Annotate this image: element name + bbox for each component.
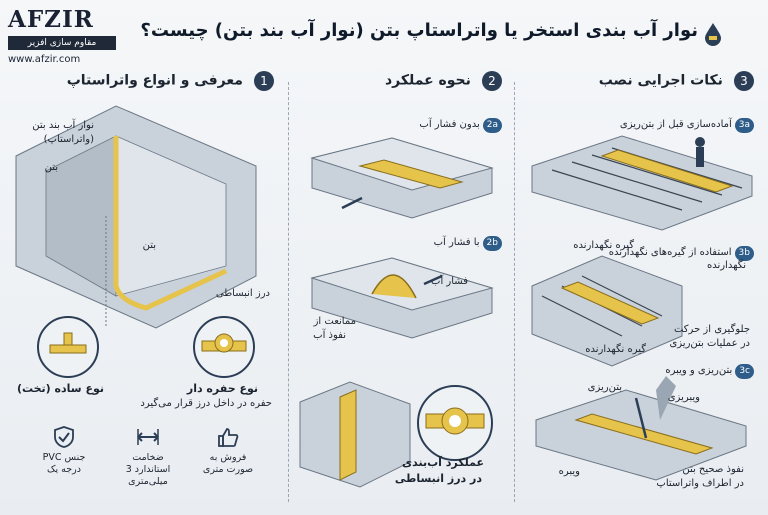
brand-tagline: مقاوم سازی افزیر <box>8 36 116 50</box>
section-title: نحوه عملکرد <box>384 72 471 89</box>
label-leak: نفوذ آب <box>313 330 346 341</box>
step-label: بتن‌ریزی و ویبره <box>665 365 733 376</box>
label-prevent-move-1: جلوگیری از حرکت <box>673 324 750 335</box>
label-hole-type: نوع حفره دار <box>186 382 258 395</box>
section-intro: 1 معرفی و انواع واتراستاپ نوار آب بند بت… <box>6 70 284 510</box>
label-hole-desc: حفره در داخل درز قرار می‌گیرد <box>140 398 272 409</box>
label-waterstop: نوار آب بند بتن <box>32 120 94 131</box>
water-drop-icon <box>705 23 721 46</box>
section-title: نکات اجرایی نصب <box>598 72 723 89</box>
section-divider <box>514 82 515 502</box>
rebar-preparation-illustration <box>531 135 753 231</box>
feature-label: ضخامت استاندارد 3 میلی‌متری <box>125 452 171 487</box>
step-label: استفاده از گیره‌های نگهدارنده <box>608 247 732 258</box>
label-vibration: ویبره <box>558 466 580 477</box>
step-2b: 2bبا فشار آب <box>434 236 502 251</box>
section-header: 1 معرفی و انواع واتراستاپ <box>67 70 274 96</box>
label-waterstop-alt: (واتراستاپ) <box>43 134 94 145</box>
step-2a: 2aبدون فشار آب <box>419 118 502 133</box>
step-tag: 3c <box>735 364 754 379</box>
brand-url[interactable]: www.afzir.com <box>8 54 81 65</box>
page-title: نوار آب بندی استخر یا واتراستاپ بتن (نوا… <box>140 20 698 41</box>
section-header: 2 نحوه عملکرد <box>385 70 502 96</box>
label-prevent-move-2: در عملیات بتن‌ریزی <box>669 338 750 349</box>
step-label: بدون فشار آب <box>419 119 480 130</box>
label-prevent: ممانعت از <box>313 316 356 327</box>
hollow-waterstop-detail <box>193 316 255 378</box>
step-3a: 3aآماده‌سازی قبل از بتن‌ریزی <box>620 118 754 133</box>
label-vibrator: ویبریزی <box>667 392 700 403</box>
brand-logo[interactable]: AFZIR مقاوم سازی افزیر www.afzir.com <box>8 6 120 65</box>
flat-waterstop-detail <box>37 316 99 378</box>
no-pressure-illustration <box>310 137 494 219</box>
step-3c: 3cبتن‌ریزی و ویبره <box>665 364 754 379</box>
step-label: آماده‌سازی قبل از بتن‌ریزی <box>619 119 732 130</box>
step-tag: 2a <box>482 118 502 133</box>
section-divider <box>288 82 289 502</box>
label-correct-1: نفوذ صحیح بتن <box>682 464 744 475</box>
section-function: 2 نحوه عملکرد 2aبدون فشار آب 2bبا فشار آ… <box>292 70 512 510</box>
ruler-arrows-icon <box>137 429 159 445</box>
clamp-installation-illustration <box>531 255 683 367</box>
label-function-1: عملکرد آب‌بندی <box>402 456 484 469</box>
label-concrete-top: بتن <box>44 162 58 173</box>
hollow-profile-detail <box>417 385 493 461</box>
step-label: با فشار آب <box>433 237 480 248</box>
step-label-continued: نگهدارنده <box>706 260 746 271</box>
section-number: 1 <box>254 70 274 91</box>
label-clamp-top: گیره نگهدارنده <box>573 240 634 251</box>
feature-label: جنس PVC درجه یک <box>42 452 86 475</box>
label-correct-2: در اطراف واتراستاپ <box>656 478 744 489</box>
pool-cutaway-illustration <box>15 105 257 329</box>
label-function-2: در درز انبساطی <box>394 472 482 485</box>
step-tag: 2b <box>482 236 502 251</box>
feature-item: جنس PVC درجه یک <box>32 426 96 476</box>
label-clamp-bottom: گیره نگهدارنده <box>585 344 646 355</box>
concrete-pouring-illustration <box>535 376 747 481</box>
section-header: 3 نکات اجرایی نصب <box>599 70 754 96</box>
feature-label: فروش به صورت متری <box>202 452 254 475</box>
step-3b: 3bاستفاده از گیره‌های نگهدارنده <box>609 246 754 261</box>
header: AFZIR مقاوم سازی افزیر www.afzir.com نوا… <box>0 0 768 68</box>
feature-item: ضخامت استاندارد 3 میلی‌متری <box>116 426 180 488</box>
title-bar: نوار آب بندی استخر یا واتراستاپ بتن (نوا… <box>128 16 721 50</box>
feature-item: فروش به صورت متری <box>196 426 260 476</box>
step-tag: 3b <box>734 246 754 261</box>
thumbs-up-icon <box>218 428 239 447</box>
section-number: 2 <box>482 70 502 91</box>
label-concrete-mid: بتن <box>142 240 156 251</box>
section-title: معرفی و انواع واتراستاپ <box>66 72 243 89</box>
label-pouring: بتن‌ریزی <box>587 382 622 393</box>
label-flat-type: نوع ساده (تخت) <box>16 382 104 395</box>
brand-name: AFZIR <box>8 6 94 33</box>
section-installation: 3 نکات اجرایی نصب 3aآماده‌سازی قبل از بت… <box>518 70 764 510</box>
joint-cutaway-illustration <box>299 381 411 488</box>
section-number: 3 <box>734 70 754 91</box>
label-expansion-joint: درز انبساطی <box>215 288 270 299</box>
label-water-pressure: فشار آب <box>431 276 468 287</box>
with-pressure-illustration <box>310 257 494 339</box>
check-shield-icon <box>54 426 74 448</box>
step-tag: 3a <box>734 118 754 133</box>
